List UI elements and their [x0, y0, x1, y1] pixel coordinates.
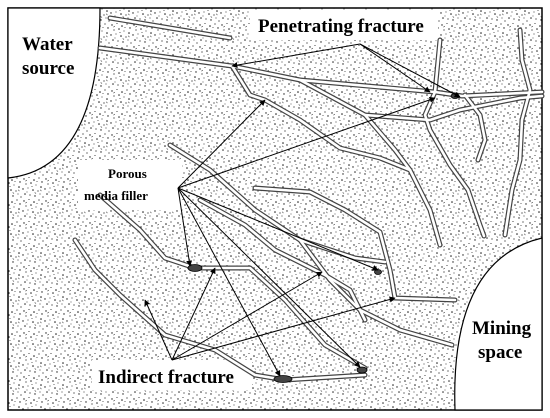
mining-space-label: Mining	[472, 318, 532, 339]
water-source-label-2: source	[22, 58, 74, 79]
mining-space-region	[454, 237, 543, 411]
indirect-fractures	[72, 142, 458, 383]
water-source-label: Water	[22, 34, 73, 55]
indirect-fracture-label: Indirect fracture	[98, 367, 234, 388]
filler-blob	[273, 375, 293, 383]
indirect-label-mask	[92, 360, 252, 390]
penetrating-fractures	[97, 15, 545, 248]
penetrating-fracture-label: Penetrating fracture	[258, 16, 424, 37]
mining-space-label-2: space	[478, 342, 522, 363]
filler-blob	[374, 269, 382, 275]
porous-label-mask	[78, 160, 182, 210]
filler-blob	[356, 366, 368, 374]
penetrating-label-mask	[250, 10, 438, 40]
water-source-region	[7, 7, 101, 179]
porous-media-label-2: media filler	[84, 188, 148, 203]
penetrating-arrows	[231, 43, 461, 98]
indirect-arrows	[144, 267, 396, 361]
porous-arrows	[177, 96, 436, 377]
porous-media-label: Porous	[108, 166, 147, 181]
